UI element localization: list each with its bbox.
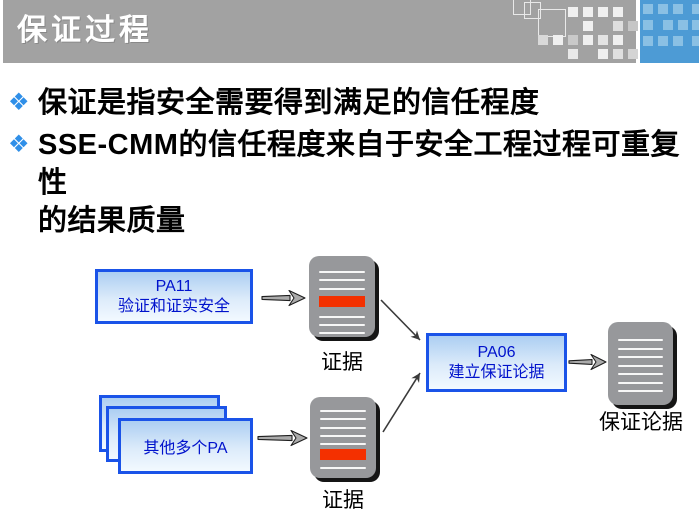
pa11-process-box: PA11 验证和证实安全	[95, 269, 253, 324]
evidence-document-icon	[310, 397, 376, 478]
bullet-item: ❖ SSE-CMM的信任程度来自于安全工程过程可重复性 的结果质量	[8, 126, 696, 240]
assurance-label: 保证论据	[599, 410, 683, 434]
doc-line	[618, 348, 663, 350]
bullet-item: ❖ 保证是指安全需要得到满足的信任程度	[8, 84, 696, 122]
pa06-process-box: PA06 建立保证论据	[426, 333, 567, 392]
doc-line	[320, 443, 366, 445]
stacked-pa-box-front: 其他多个PA	[118, 418, 253, 474]
doc-line	[319, 324, 365, 326]
diamond-bullet-icon: ❖	[8, 89, 30, 116]
evidence1-label: 证据	[321, 350, 363, 374]
other-pas-label: 其他多个PA	[143, 440, 228, 457]
assurance-document-icon	[608, 322, 673, 405]
doc-highlight-line	[319, 296, 365, 307]
doc-line	[320, 467, 366, 469]
arrow-pa11-to-evidence1	[261, 289, 306, 307]
evidence2-label: 证据	[322, 488, 364, 512]
pa11-id: PA11	[155, 277, 193, 295]
doc-line	[618, 373, 663, 375]
bullet-text: 保证是指安全需要得到满足的信任程度	[38, 87, 540, 119]
outline-square-decoration	[538, 9, 566, 37]
doc-line	[319, 316, 365, 318]
doc-line	[618, 390, 663, 392]
doc-line	[618, 365, 663, 367]
doc-line	[319, 332, 365, 334]
bullet-list: ❖ 保证是指安全需要得到满足的信任程度 ❖ SSE-CMM的信任程度来自于安全工…	[8, 84, 696, 244]
doc-line	[618, 382, 663, 384]
doc-line	[320, 435, 366, 437]
doc-line	[319, 271, 365, 273]
slide-title: 保证过程	[17, 14, 153, 47]
pa06-name: 建立保证论据	[448, 363, 545, 381]
doc-line	[618, 339, 663, 341]
diamond-bullet-icon: ❖	[8, 131, 30, 158]
arrow-pa06-to-assurance	[568, 353, 607, 371]
doc-line	[320, 418, 366, 420]
pa06-id: PA06	[477, 343, 516, 361]
header-squares-decoration	[568, 7, 578, 17]
doc-line	[319, 288, 365, 290]
evidence-document-icon	[309, 256, 375, 337]
doc-line	[320, 427, 366, 429]
arrow-evidence1-to-pa06	[380, 299, 421, 341]
doc-line	[618, 356, 663, 358]
doc-highlight-line	[320, 449, 366, 460]
arrow-evidence2-to-pa06	[382, 372, 421, 433]
doc-line	[319, 279, 365, 281]
pa11-name: 验证和证实安全	[117, 297, 230, 315]
arrow-others-to-evidence2	[257, 429, 308, 447]
doc-line	[320, 410, 366, 412]
outline-square-decoration	[513, 0, 531, 15]
outline-square-decoration	[524, 2, 541, 19]
accent-squares-decoration	[643, 4, 653, 14]
bullet-text: SSE-CMM的信任程度来自于安全工程过程可重复性 的结果质量	[38, 129, 680, 237]
